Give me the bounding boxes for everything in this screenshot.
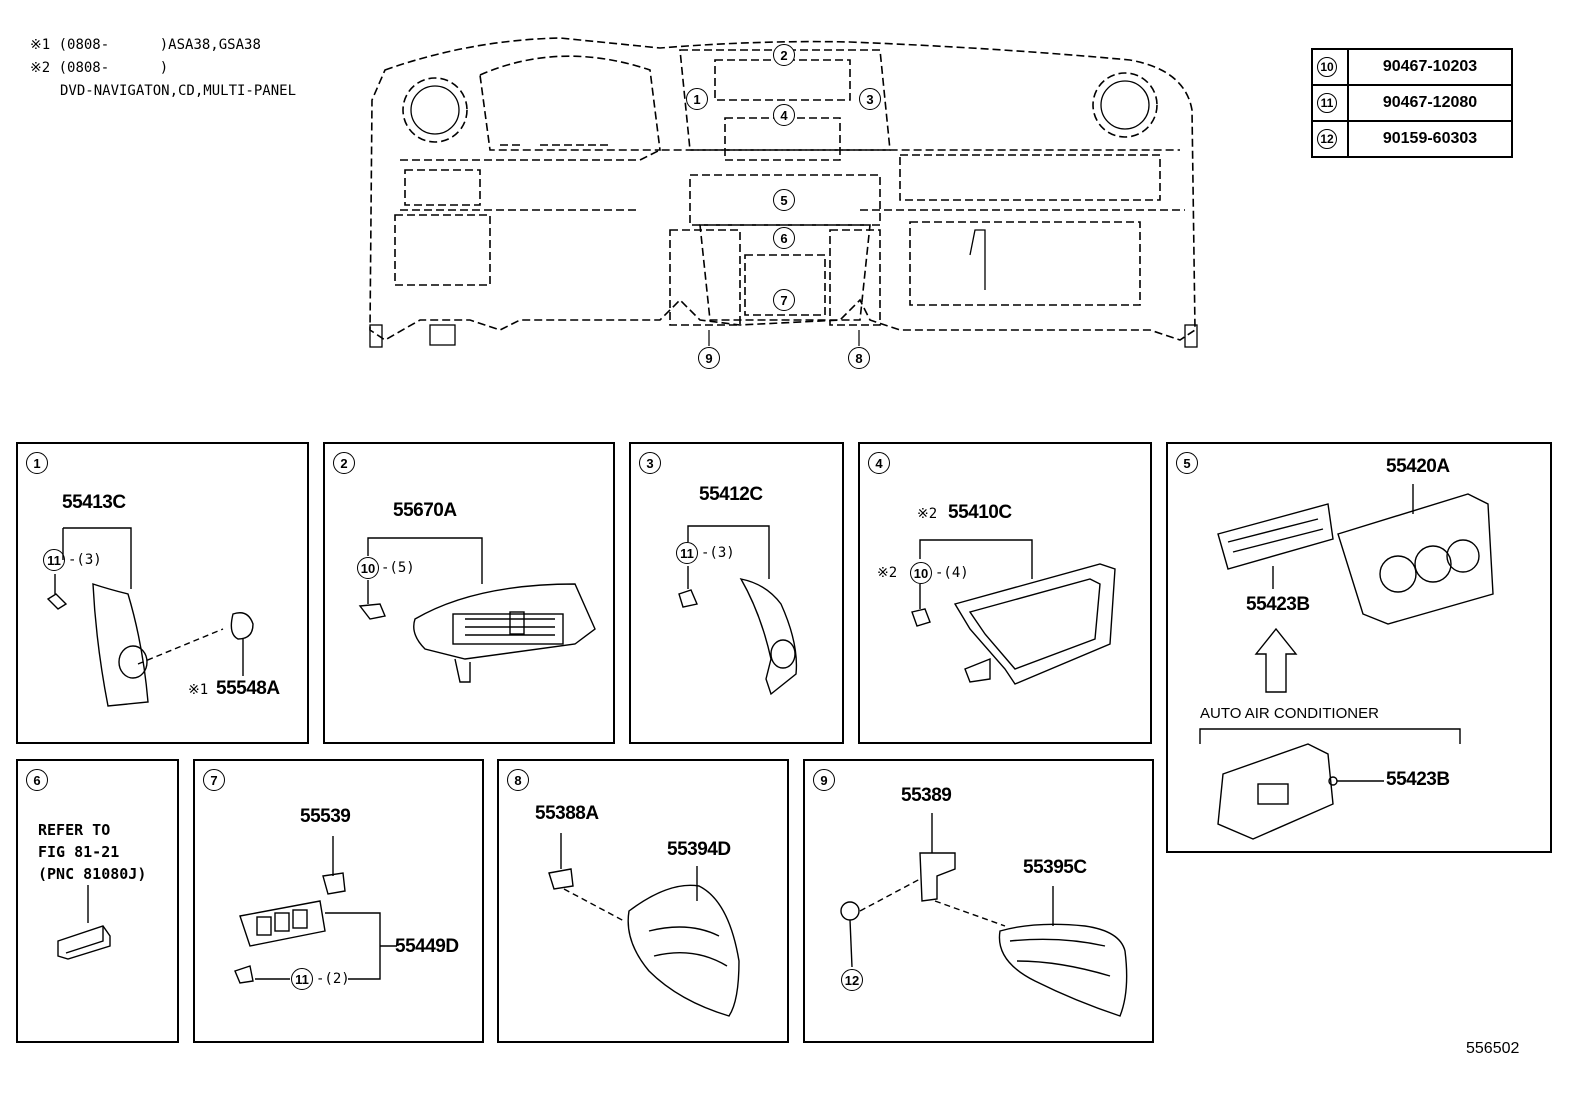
note-2-detail: DVD-NAVIGATON,CD,MULTI-PANEL <box>60 83 297 99</box>
clip-qty: -(2) <box>316 971 350 987</box>
overview-callout: 2 <box>773 44 795 66</box>
note-mark: ※1 <box>188 682 209 698</box>
clip-callout: 10 <box>357 557 379 579</box>
part-number: 55539 <box>300 806 351 827</box>
clip-callout: 11 <box>676 542 698 564</box>
panel-number: 8 <box>507 769 529 791</box>
panel-4: 4 ※2 55410C ※2 10 -(4) <box>858 442 1152 744</box>
ref-part: 90467-12080 <box>1347 84 1513 122</box>
part-number: 55670A <box>393 500 457 521</box>
panel-number: 7 <box>203 769 225 791</box>
auto-ac-label: AUTO AIR CONDITIONER <box>1200 705 1379 722</box>
climate-control-drawing <box>1199 484 1494 840</box>
ref-row: 10 90467-10203 <box>1311 48 1513 86</box>
part-number: 55394D <box>667 839 731 860</box>
reference-table: 10 90467-10203 11 90467-12080 12 90159-6030… <box>1311 48 1513 158</box>
panel-9: 9 55389 55395C 12 <box>803 759 1154 1043</box>
screw-callout: 12 <box>841 969 863 991</box>
refer-text: REFER TO FIG 81-21 (PNC 81080J) <box>38 821 147 883</box>
overview-callout: 7 <box>773 289 795 311</box>
overview-callout: 1 <box>686 88 708 110</box>
part-number: 55389 <box>901 785 952 806</box>
lower-panel-drawing <box>840 813 1128 1017</box>
note-mark: ※2 <box>877 565 898 581</box>
panel-6: 6 REFER TO FIG 81-21 (PNC 81080J) <box>16 759 179 1043</box>
part-number: 55449D <box>395 936 459 957</box>
part-number: 55410C <box>948 502 1012 523</box>
clip-qty: -(5) <box>381 560 415 576</box>
note-2: ※2 (0808- ) <box>30 60 169 76</box>
panel-3: 3 55412C 11 -(3) <box>629 442 844 744</box>
ref-row: 12 90159-60303 <box>1311 120 1513 158</box>
figure-id: 556502 <box>1466 1040 1520 1057</box>
overview-callout: 9 <box>698 347 720 369</box>
ref-row: 11 90467-12080 <box>1311 84 1513 122</box>
panel-1: 1 55413C 11 -(3) ※1 55548A <box>16 442 309 744</box>
panel-number: 4 <box>868 452 890 474</box>
clip-qty: -(3) <box>68 552 102 568</box>
part-number: 55412C <box>699 484 763 505</box>
clip-callout: 11 <box>291 968 313 990</box>
panel-5: 5 55420A 55423B AUTO AIR CONDITIONER 554… <box>1166 442 1552 853</box>
panel-number: 2 <box>333 452 355 474</box>
part-number: 55413C <box>62 492 126 513</box>
panel-number: 5 <box>1176 452 1198 474</box>
overview-callout: 4 <box>773 104 795 126</box>
clip-callout: 11 <box>43 549 65 571</box>
switch-drawing <box>57 885 111 960</box>
vent-bezel-drawing <box>46 527 254 707</box>
panel-7: 7 55539 55449D 11 -(2) <box>193 759 484 1043</box>
panel-8: 8 55388A 55394D <box>497 759 789 1043</box>
display-bezel-drawing <box>911 539 1116 685</box>
panel-number: 6 <box>26 769 48 791</box>
note-1: ※1 (0808- )ASA38,GSA38 <box>30 37 261 53</box>
side-panel-drawing <box>548 833 740 1017</box>
clip-qty: -(3) <box>701 545 735 561</box>
switch-panel-drawing <box>234 836 397 984</box>
overview-callout: 3 <box>859 88 881 110</box>
ref-num-badge: 11 <box>1317 93 1337 113</box>
overview-callout: 6 <box>773 227 795 249</box>
part-number: 55423B <box>1246 594 1310 615</box>
part-number: 55420A <box>1386 456 1450 477</box>
note-mark: ※2 <box>917 506 938 522</box>
ref-part: 90467-10203 <box>1347 48 1513 86</box>
center-vent-drawing <box>358 537 596 683</box>
panel-number: 1 <box>26 452 48 474</box>
side-bezel-drawing <box>678 525 798 696</box>
part-number: 55423B <box>1386 769 1450 790</box>
ref-part: 90159-60303 <box>1347 120 1513 158</box>
panel-number: 9 <box>813 769 835 791</box>
panel-number: 3 <box>639 452 661 474</box>
panel-2: 2 55670A 10 -(5) <box>323 442 615 744</box>
part-number: 55395C <box>1023 857 1087 878</box>
overview-callout: 5 <box>773 189 795 211</box>
part-number: 55548A <box>216 678 280 699</box>
ref-num-badge: 12 <box>1317 129 1337 149</box>
clip-qty: -(4) <box>935 565 969 581</box>
part-number: 55388A <box>535 803 599 824</box>
overview-callout: 8 <box>848 347 870 369</box>
clip-callout: 10 <box>910 562 932 584</box>
ref-num-badge: 10 <box>1317 57 1337 77</box>
